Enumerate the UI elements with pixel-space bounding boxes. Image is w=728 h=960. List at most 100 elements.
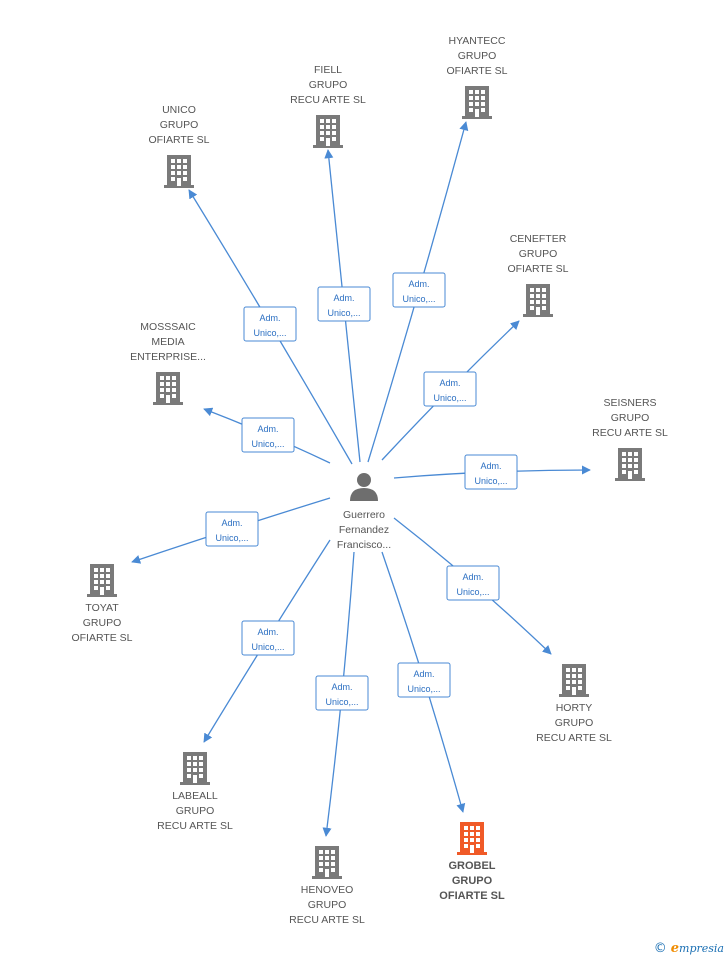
person-name-line: Fernandez — [339, 524, 389, 536]
company-name-line: OFIARTE SL — [71, 632, 132, 644]
company-node-labeall[interactable]: LABEALL GRUPO RECU ARTE SL — [157, 752, 233, 832]
building-icon — [457, 822, 487, 855]
company-node-hyantecc[interactable]: HYANTECC GRUPO OFIARTE SL — [446, 35, 508, 119]
company-name-line: FIELL — [314, 64, 342, 76]
relation-label-unico[interactable]: Adm. Unico,... — [243, 306, 297, 342]
company-name-line: RECU ARTE SL — [290, 94, 366, 106]
relation-label-text: Unico,... — [251, 642, 284, 652]
company-name-line: RECU ARTE SL — [157, 820, 233, 832]
company-name-line: GRUPO — [458, 50, 497, 62]
person-name-line: Francisco... — [337, 539, 391, 551]
relation-label-toyat[interactable]: Adm. Unico,... — [205, 511, 259, 547]
brand-logo-e: e — [670, 941, 680, 956]
company-node-grobel[interactable]: GROBEL GRUPO OFIARTE SL — [439, 822, 505, 902]
building-icon — [312, 846, 342, 879]
company-name-line: OFIARTE SL — [148, 134, 209, 146]
relation-label-text: Unico,... — [456, 587, 489, 597]
company-name-line: OFIARTE SL — [507, 263, 568, 275]
building-icon — [523, 284, 553, 317]
company-name-line: GRUPO — [176, 805, 215, 817]
company-name-line: MOSSSAIC — [140, 321, 196, 333]
relation-label-hyantecc[interactable]: Adm. Unico,... — [392, 272, 446, 308]
relation-label-mosssaic[interactable]: Adm. Unico,... — [241, 417, 295, 453]
company-name-line: RECU ARTE SL — [592, 427, 668, 439]
company-name-line: CENEFTER — [510, 233, 567, 245]
company-node-toyat[interactable]: TOYAT GRUPO OFIARTE SL — [71, 564, 133, 644]
building-icon — [559, 664, 589, 697]
relation-label-text: Adm. — [408, 279, 429, 289]
company-name-line: ENTERPRISE... — [130, 351, 206, 363]
company-name-line: HORTY — [556, 702, 593, 714]
company-name-line: GRUPO — [309, 79, 348, 91]
company-name-line: TOYAT — [85, 602, 119, 614]
building-icon — [313, 115, 343, 148]
relation-label-text: Unico,... — [327, 308, 360, 318]
company-name-line: HENOVEO — [301, 884, 354, 896]
person-icon — [350, 473, 378, 501]
brand-name: mpresia — [679, 942, 724, 955]
company-name-line: HYANTECC — [449, 35, 506, 47]
company-name-line: OFIARTE SL — [446, 65, 507, 77]
company-name-line: GRUPO — [452, 875, 493, 887]
company-name-line: GRUPO — [160, 119, 199, 131]
company-node-cenefter[interactable]: CENEFTER GRUPO OFIARTE SL — [507, 233, 569, 317]
company-node-mosssaic[interactable]: MOSSSAIC MEDIA ENTERPRISE... — [130, 321, 206, 405]
company-name-line: GRUPO — [555, 717, 594, 729]
relation-label-text: Unico,... — [474, 476, 507, 486]
relation-label-fiell[interactable]: Adm. Unico,... — [317, 286, 371, 322]
relation-labels-layer: Adm.Unico,...Adm.Unico,...Adm.Unico,...A… — [205, 272, 518, 711]
relation-label-text: Adm. — [257, 627, 278, 637]
relation-label-text: Adm. — [257, 424, 278, 434]
company-name-line: GRUPO — [519, 248, 558, 260]
building-icon — [153, 372, 183, 405]
center-person-node[interactable]: GuerreroFernandezFrancisco... — [337, 473, 391, 551]
nodes-layer: HYANTECC GRUPO OFIARTE SL FIELL GRUPO RECU AR… — [71, 35, 668, 926]
company-name-line: GRUPO — [83, 617, 122, 629]
relation-label-text: Adm. — [480, 461, 501, 471]
relation-label-text: Adm. — [331, 682, 352, 692]
relation-label-text: Unico,... — [325, 697, 358, 707]
company-name-line: MEDIA — [151, 336, 184, 348]
company-node-seisners[interactable]: SEISNERS GRUPO RECU ARTE SL — [592, 397, 668, 481]
building-icon — [164, 155, 194, 188]
relation-label-text: Adm. — [439, 378, 460, 388]
company-node-henoveo[interactable]: HENOVEO GRUPO RECU ARTE SL — [289, 846, 365, 926]
company-name-line: LABEALL — [172, 790, 218, 802]
relation-label-text: Unico,... — [215, 533, 248, 543]
company-name-line: UNICO — [162, 104, 196, 116]
building-icon — [180, 752, 210, 785]
relation-label-text: Unico,... — [433, 393, 466, 403]
relation-label-text: Adm. — [413, 669, 434, 679]
relation-label-grobel[interactable]: Adm. Unico,... — [397, 662, 451, 698]
relation-label-text: Unico,... — [402, 294, 435, 304]
relation-label-text: Unico,... — [407, 684, 440, 694]
relation-label-text: Adm. — [259, 313, 280, 323]
relation-label-labeall[interactable]: Adm. Unico,... — [241, 620, 295, 656]
relation-label-text: Unico,... — [253, 328, 286, 338]
company-name-line: GROBEL — [448, 860, 495, 872]
company-node-horty[interactable]: HORTY GRUPO RECU ARTE SL — [536, 664, 612, 744]
building-icon — [87, 564, 117, 597]
building-icon — [462, 86, 492, 119]
relation-label-text: Adm. — [462, 572, 483, 582]
relation-label-seisners[interactable]: Adm. Unico,... — [464, 454, 518, 490]
person-name-line: Guerrero — [343, 509, 385, 521]
copyright-icon: © — [653, 941, 667, 956]
company-name-line: OFIARTE SL — [439, 890, 505, 902]
relation-label-text: Adm. — [221, 518, 242, 528]
relation-label-horty[interactable]: Adm. Unico,... — [446, 565, 500, 601]
company-node-fiell[interactable]: FIELL GRUPO RECU ARTE SL — [290, 64, 366, 148]
company-node-unico[interactable]: UNICO GRUPO OFIARTE SL — [148, 104, 210, 188]
company-name-line: GRUPO — [308, 899, 347, 911]
relation-label-henoveo[interactable]: Adm. Unico,... — [315, 675, 369, 711]
building-icon — [615, 448, 645, 481]
relation-label-cenefter[interactable]: Adm. Unico,... — [423, 371, 477, 407]
company-name-line: GRUPO — [611, 412, 650, 424]
company-name-line: RECU ARTE SL — [289, 914, 365, 926]
company-name-line: SEISNERS — [603, 397, 656, 409]
company-name-line: RECU ARTE SL — [536, 732, 612, 744]
relation-label-text: Unico,... — [251, 439, 284, 449]
brand-watermark: ©empresia — [654, 941, 724, 956]
relation-label-text: Adm. — [333, 293, 354, 303]
